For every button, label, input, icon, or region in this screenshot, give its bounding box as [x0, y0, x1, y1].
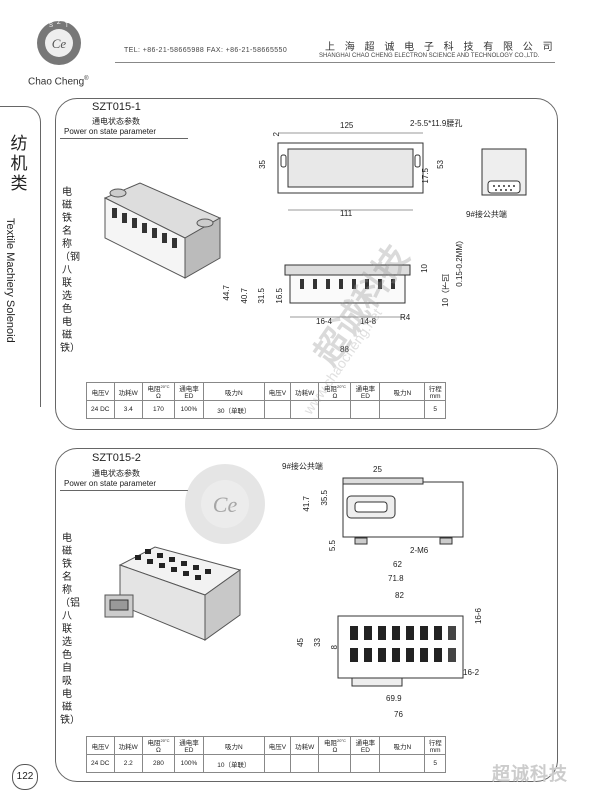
- drawing-2-side-view: [342, 477, 464, 545]
- drawing-1-side-view: [481, 148, 527, 196]
- watermark-logo-icon: Ce: [185, 464, 265, 544]
- svg-text:T: T: [65, 23, 69, 29]
- company-name-en: SHANGHAI CHAO CHENG ELECTRON SCIENCE AND…: [319, 53, 540, 59]
- company-logo-icon: Ce S Z T: [37, 20, 81, 65]
- svg-text:S: S: [49, 23, 53, 29]
- company-name-cn: 上 海 超 诚 电 子 科 技 有 限 公 司: [325, 42, 556, 53]
- product-2-subtitle-cn: 通电状态参数: [92, 469, 140, 478]
- drawing-1-top-view: [277, 132, 424, 211]
- connector-annotation-1: 9#接公共端: [466, 210, 507, 219]
- page-number: 122: [12, 764, 38, 790]
- drawing-2-front-view: [337, 615, 464, 687]
- svg-text:Z: Z: [57, 20, 61, 26]
- logo-mark: Ce: [52, 36, 67, 51]
- product-2-name-label: 电磁铁名称（铝八联选色自吸电磁铁）: [60, 533, 80, 726]
- product-panel-2: [55, 448, 558, 782]
- footer-watermark: 超诚科技: [492, 764, 568, 785]
- product-1-subtitle-en: Power on state parameter: [64, 127, 157, 136]
- category-title-cn: 纺机类: [10, 134, 28, 194]
- sidebar-frame: [0, 106, 41, 407]
- product-2-subtitle-en: Power on state parameter: [64, 479, 157, 488]
- header-divider: [115, 62, 555, 63]
- product-1-model: SZT015-1: [92, 101, 141, 113]
- solenoid-2-photo-icon: [104, 546, 242, 641]
- product-2-model: SZT015-2: [92, 452, 141, 464]
- contact-info: TEL: +86-21-58665988 FAX: +86-21-5866555…: [124, 47, 288, 54]
- slot-annotation: 2-5.5*11.9腰孔: [410, 119, 463, 128]
- category-title-en: Textile Machiery Solenoid: [4, 218, 16, 343]
- drawing-1-front-view: [284, 264, 411, 318]
- brand-name: Chao Cheng®: [28, 76, 89, 88]
- connector-annotation-2: 9#接公共端: [282, 462, 323, 471]
- product-1-name-label: 电磁铁名称（钢八联选色电磁铁）: [60, 187, 80, 354]
- solenoid-1-photo-icon: [103, 182, 222, 279]
- svg-text:Ce: Ce: [213, 492, 238, 517]
- product-1-subtitle-cn: 通电状态参数: [92, 117, 140, 126]
